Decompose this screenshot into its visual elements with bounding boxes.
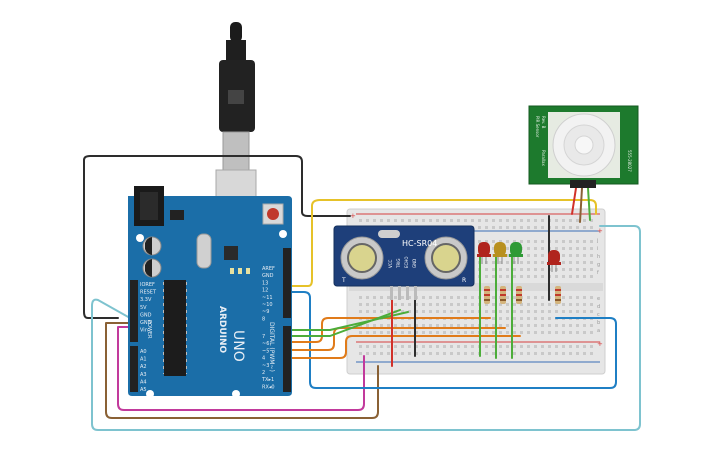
led-red: [547, 250, 561, 272]
left-pin-label: 3.3V: [140, 297, 152, 303]
ultrasonic-pin-label: VCC: [388, 259, 393, 268]
top-pin-label: 13: [262, 280, 268, 286]
pir-label: PIR Sensor: [535, 116, 540, 138]
led-red: [477, 242, 491, 264]
wire-black-gnd: [83, 155, 351, 319]
pir-label: Parallax: [541, 150, 546, 166]
led-yellow: [493, 242, 507, 264]
bottom-pin-label: 7: [262, 334, 265, 340]
left-pin-label: RESET: [140, 290, 157, 296]
wire-cyan: [91, 225, 641, 431]
ultrasonic-pin-label: TRIG: [396, 258, 401, 269]
bottom-pin-label: TX▸1: [261, 377, 274, 383]
top-pin-label: 8: [262, 316, 265, 322]
leds: [477, 242, 561, 272]
bottom-pin-label: ~5: [262, 348, 269, 354]
top-pin-label: ~11: [262, 295, 273, 301]
row-letter: c: [597, 312, 600, 318]
row-letter: g: [597, 262, 600, 268]
row-letter: b: [597, 320, 600, 326]
rail-plus-label-right: +: [597, 227, 603, 235]
bottom-pin-label: 4: [262, 356, 265, 362]
wire-green-2: [291, 311, 409, 331]
resistors: [484, 286, 561, 304]
resistor-2: [500, 286, 506, 304]
ultrasonic-pin-label: GND: [412, 259, 417, 268]
arduino-board: ARDUINO UNO DIGITAL (PWM~) POWER IOREF RE…: [128, 186, 292, 398]
top-pin-label: AREF: [262, 266, 275, 272]
wire-pir-lead-1: [571, 187, 577, 215]
wire-yellow: [291, 199, 597, 287]
pir-label: 555-28027: [627, 150, 632, 172]
arduino-brand: ARDUINO: [217, 306, 227, 354]
resistor-3: [516, 286, 522, 304]
ultrasonic-pin: [406, 286, 409, 300]
ultrasonic-model: HC-SR04: [402, 239, 437, 248]
analog-pin-label: A1: [140, 357, 147, 363]
analog-pin-label: A5: [140, 387, 147, 393]
resistor-4: [555, 286, 561, 304]
bottom-pin-label: ~3: [262, 363, 269, 369]
left-pin-label: IOREF: [140, 282, 155, 288]
ultrasonic-r-label: R: [462, 277, 466, 284]
ultrasonic-pin: [390, 286, 393, 300]
left-pin-label: 5V: [140, 305, 147, 311]
ultrasonic-pin-label: ECHO: [404, 257, 409, 268]
top-pin-label: GND: [262, 273, 274, 279]
rail-plus-label: +: [350, 212, 356, 220]
bottom-pin-label: RX◂0: [262, 384, 275, 390]
left-pin-label: Vin: [140, 328, 148, 334]
usb-cable: [215, 22, 257, 227]
row-letter: f: [597, 270, 599, 276]
top-pin-label: ~10: [262, 302, 273, 308]
ultrasonic-pin: [398, 286, 401, 300]
analog-pin-label: A0: [140, 349, 147, 355]
bottom-pin-label: 2: [262, 370, 265, 376]
row-letter: h: [597, 254, 600, 260]
row-letter: i: [597, 246, 598, 252]
left-pin-label: GND: [140, 320, 152, 326]
led-green: [509, 242, 523, 264]
analog-pin-label: A2: [140, 364, 147, 370]
row-letter: d: [597, 304, 600, 310]
row-letter: j: [596, 238, 598, 244]
row-letter: a: [597, 328, 600, 334]
pir-label: Rev. B: [541, 116, 546, 129]
resistor-1: [484, 286, 490, 304]
analog-pin-label: A3: [140, 372, 147, 378]
top-pin-label: 12: [262, 288, 268, 294]
wire-magenta: [117, 326, 365, 411]
wire-orange-3: [291, 335, 521, 359]
row-letter: e: [597, 296, 600, 302]
ultrasonic-pin: [414, 286, 417, 300]
left-pin-label: GND: [140, 312, 152, 318]
rail-plus-label-bottom: +: [597, 340, 603, 348]
top-pin-label: ~9: [262, 309, 269, 315]
wire-pir-lead-2: [579, 187, 583, 223]
bottom-pin-label: ~6: [262, 341, 269, 347]
wire-blue: [291, 291, 617, 389]
analog-pin-label: A4: [140, 379, 147, 385]
ultrasonic-t-label: T: [341, 277, 346, 284]
wire-brown: [105, 322, 379, 419]
power-label: POWER: [146, 320, 152, 339]
digital-label: DIGITAL (PWM~): [268, 322, 275, 372]
arduino-model: UNO: [230, 330, 246, 362]
wire-pir-lead-3: [587, 187, 591, 221]
